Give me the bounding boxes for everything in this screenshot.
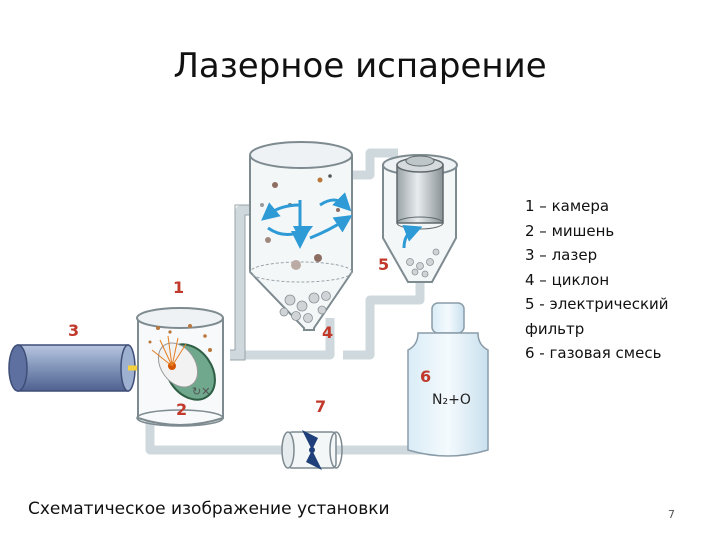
slide-title: Лазерное испарение (173, 46, 547, 86)
legend-item: 4 – циклон (525, 270, 610, 289)
legend-item: 6 - газовая смесь (525, 344, 662, 362)
gas-mixture-label: N₂+O (432, 392, 471, 408)
cyclone-flow-arrows (261, 192, 353, 249)
diagram-caption: Схематическое изображение установки (28, 499, 390, 519)
label-1: 1 (173, 278, 184, 297)
legend-item: 2 – мишень (525, 221, 615, 240)
svg-text:↻✕: ↻✕ (192, 385, 210, 398)
label-4: 4 (322, 323, 333, 342)
target: ↻✕ (151, 335, 216, 401)
label-3: 3 (68, 321, 79, 340)
electric-filter (382, 154, 458, 283)
component-legend: 1 – камера 2 – мишень 3 – лазер 4 – цикл… (525, 194, 669, 366)
legend-item: фильтр (525, 319, 585, 338)
label-5: 5 (378, 255, 389, 274)
legend-item: 5 - электрический (525, 295, 669, 313)
label-2: 2 (176, 400, 187, 419)
legend-item: 1 – камера (525, 197, 610, 215)
gas-bottle (407, 302, 489, 457)
laser (8, 344, 136, 392)
label-7: 7 (315, 397, 326, 416)
label-6: 6 (420, 367, 431, 386)
fan-unit (281, 430, 343, 470)
chamber-particles (148, 324, 212, 352)
legend-item: 3 – лазер (525, 246, 598, 264)
page-number: 7 (668, 508, 675, 521)
